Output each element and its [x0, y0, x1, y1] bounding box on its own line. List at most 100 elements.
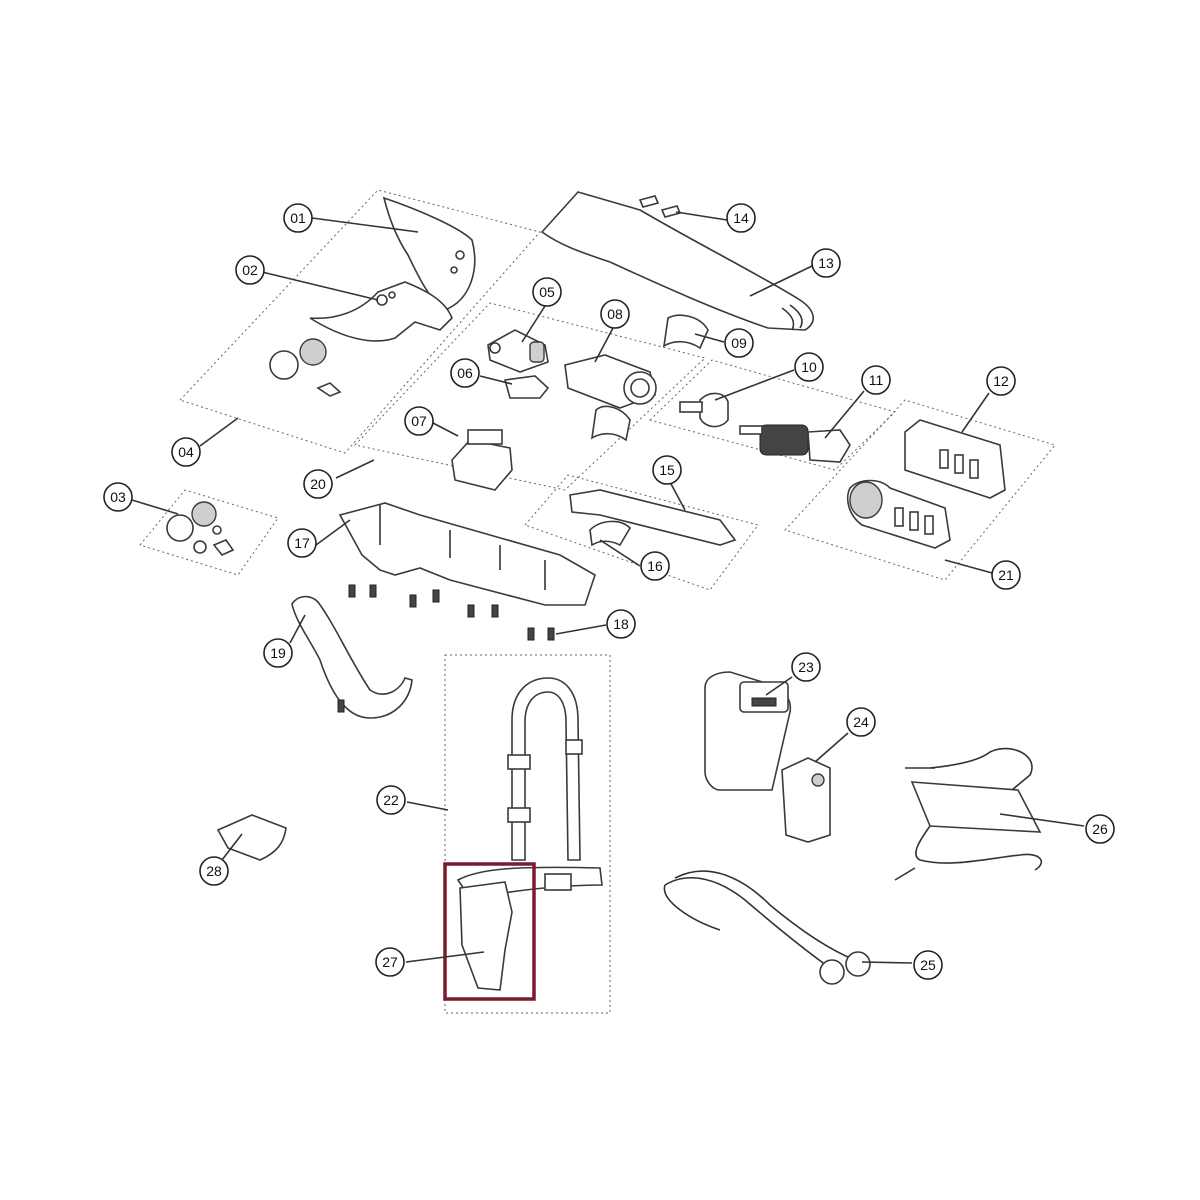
part-28-shape: [216, 814, 287, 861]
svg-text:16: 16: [647, 558, 663, 574]
svg-text:11: 11: [869, 372, 884, 388]
callout-18: 18: [606, 609, 636, 639]
callout-11: 11: [861, 365, 891, 395]
callout-21: 21: [991, 560, 1021, 590]
callout-28: 28: [199, 856, 229, 886]
svg-text:20: 20: [310, 476, 326, 492]
callout-15: 15: [652, 455, 682, 485]
upper-blade: [382, 196, 476, 311]
motor-armature: [759, 424, 809, 456]
part-07: [451, 439, 513, 491]
charger-body: [910, 781, 1042, 833]
brush-11: [807, 429, 851, 463]
callout-02: 02: [235, 255, 265, 285]
housing-13: [540, 191, 814, 331]
gear-small: [299, 338, 327, 366]
callout-23: 23: [791, 652, 821, 682]
svg-text:27: 27: [382, 954, 398, 970]
svg-text:12: 12: [993, 373, 1009, 389]
part-06: [503, 375, 550, 399]
svg-text:15: 15: [659, 462, 675, 478]
callout-13: 13: [811, 248, 841, 278]
callout-22: 22: [376, 785, 406, 815]
adapter-24: [781, 757, 831, 843]
callout-19: 19: [263, 638, 293, 668]
blade-assembly: [269, 196, 476, 397]
callout-24: 24: [846, 707, 876, 737]
callout-08: 08: [600, 299, 630, 329]
part-28: [216, 814, 287, 861]
callout-03: 03: [103, 482, 133, 512]
svg-text:14: 14: [733, 210, 749, 226]
svg-text:08: 08: [607, 306, 623, 322]
svg-text:19: 19: [270, 645, 286, 661]
upper-housing: [540, 191, 814, 331]
callout-07: 07: [404, 406, 434, 436]
gear-set-03: [166, 501, 235, 556]
svg-text:13: 13: [818, 255, 834, 271]
cable-25: [663, 870, 871, 985]
svg-text:02: 02: [242, 262, 258, 278]
svg-text:09: 09: [731, 335, 747, 351]
bracket-09-lower: [590, 405, 631, 442]
handle-assembly: [291, 502, 596, 719]
svg-text:01: 01: [290, 210, 306, 226]
motor-components: [679, 392, 851, 463]
callout-25: 25: [913, 950, 943, 980]
shoulder-strap: [511, 677, 581, 861]
holster-27: [459, 881, 513, 991]
callouts: 01 02 03 04 05 06 07 08 09 10 11 12 13 1…: [103, 203, 1115, 980]
svg-text:17: 17: [294, 535, 310, 551]
callout-20: 20: [303, 469, 333, 499]
leader-lines: [131, 211, 1085, 964]
svg-text:28: 28: [206, 863, 222, 879]
svg-text:25: 25: [920, 957, 936, 973]
battery-assembly: [704, 671, 831, 843]
group-outlines: [139, 189, 1056, 1014]
svg-text:06: 06: [457, 365, 473, 381]
lower-jaw: [309, 281, 453, 342]
svg-text:07: 07: [411, 413, 427, 429]
callout-06: 06: [450, 358, 480, 388]
callout-14: 14: [726, 203, 756, 233]
callout-26: 26: [1085, 814, 1115, 844]
callout-04: 04: [171, 437, 201, 467]
drive-components: [451, 314, 709, 491]
callout-05: 05: [532, 277, 562, 307]
guard-19: [291, 595, 413, 719]
callout-12: 12: [986, 366, 1016, 396]
part-15: [569, 489, 737, 546]
svg-text:04: 04: [178, 444, 194, 460]
callout-10: 10: [794, 352, 824, 382]
group-outline-22: [444, 654, 611, 1014]
bracket-09-upper: [662, 314, 709, 350]
part-16: [589, 520, 632, 547]
harness-assembly: [443, 677, 603, 1001]
svg-text:10: 10: [801, 359, 817, 375]
charger-26: [894, 747, 1043, 881]
svg-text:22: 22: [383, 792, 399, 808]
svg-text:21: 21: [998, 567, 1014, 583]
svg-text:03: 03: [110, 489, 126, 505]
highlight-box-27: [443, 862, 536, 1001]
svg-text:05: 05: [539, 284, 555, 300]
gearbox: [846, 419, 1006, 549]
group-outline-motor: [649, 359, 896, 471]
part-10: [699, 392, 729, 428]
svg-text:24: 24: [853, 714, 869, 730]
screw-14a: [638, 195, 660, 208]
svg-text:26: 26: [1092, 821, 1108, 837]
trigger-assembly: [569, 489, 737, 547]
svg-text:23: 23: [798, 659, 814, 675]
handle-17: [338, 502, 596, 606]
callout-01: 01: [283, 203, 313, 233]
callout-27: 27: [375, 947, 405, 977]
callout-17: 17: [287, 528, 317, 558]
group-outline-03: [139, 489, 279, 576]
svg-text:18: 18: [613, 616, 629, 632]
callout-09: 09: [724, 328, 754, 358]
callout-16: 16: [640, 551, 670, 581]
group-outline-04: [179, 189, 541, 454]
